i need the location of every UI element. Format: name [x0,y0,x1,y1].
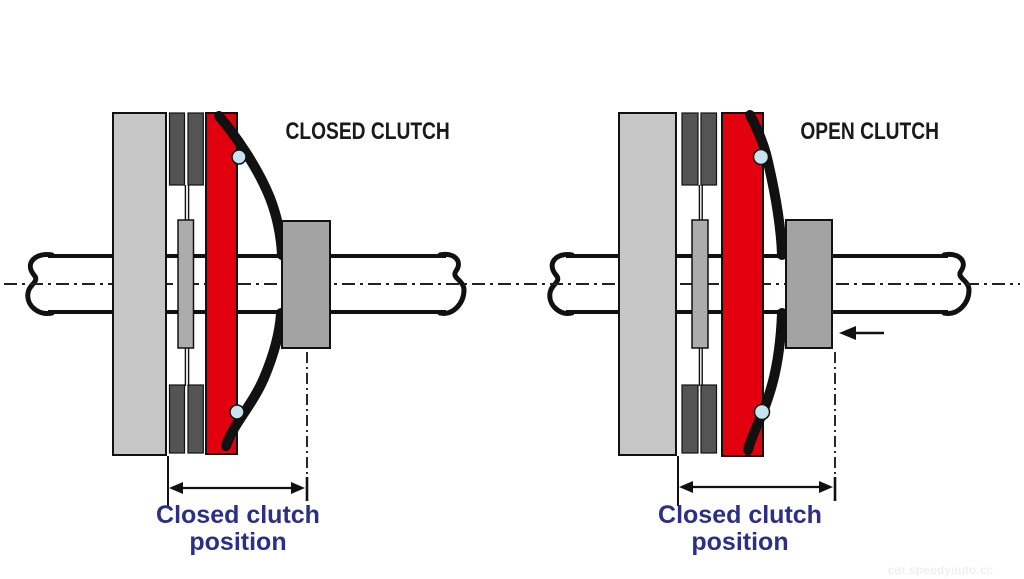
left-release-bearing [281,220,331,349]
left-dimension-arrowhead-right [291,482,305,494]
left-disc-hub [177,219,195,349]
right-release-bearing [785,219,833,349]
right-spring-pivot-lower [753,403,771,421]
right-spring-pivot-upper [752,148,770,166]
left-disc-lower-pad-rear [187,384,204,454]
left-diaphragm-spring-lower [221,308,286,451]
closed-clutch-title: CLOSED CLUTCH [263,119,473,145]
left-spring-pivot-lower [229,404,245,420]
left-dimension-label-line1: Closed clutch [156,501,320,529]
right-disc-upper-pad-front [681,112,699,186]
right-disc-lower-pad-rear [700,384,718,454]
right-flywheel [618,112,677,456]
right-disc-center-plate-lines [698,185,703,386]
left-disc-upper-pad-rear [187,112,204,186]
left-disc-upper-pad-front [168,112,186,186]
open-clutch-title: OPEN CLUTCH [765,119,975,145]
left-flywheel [112,112,167,456]
left-dimension-label-line2: position [189,528,287,556]
right-pressure-plate [721,112,764,457]
watermark-text: car.speedyauto.cc [888,563,994,577]
left-diaphragm-spring-upper [214,111,287,260]
bearing-push-arrowhead [839,326,856,340]
left-disc-center-plate-lines [184,185,190,386]
right-disc-upper-pad-rear [700,112,718,186]
left-disc-lower-pad-front [168,384,186,454]
left-spring-pivot-upper [231,149,247,165]
left-dimension-arrowhead-left [169,482,183,494]
left-dimension-label: Closed clutch position [133,502,343,556]
right-dimension-label-line1: Closed clutch [658,501,822,529]
left-pressure-plate [205,112,238,455]
closed-clutch-title-text: CLOSED CLUTCH [285,118,451,145]
right-diaphragm-spring-lower [743,308,787,455]
right-shaft-right-break-symbol [941,251,972,316]
right-diaphragm-spring-upper [745,110,787,260]
right-disc-hub [691,219,709,349]
right-dimension-label: Closed clutch position [635,502,845,556]
open-clutch-title-text: OPEN CLUTCH [800,118,940,145]
right-dimension-label-line2: position [691,528,789,556]
right-disc-lower-pad-front [681,384,699,454]
right-dimension-arrowhead-right [819,481,833,493]
right-dimension-arrowhead-left [679,481,693,493]
left-shaft-right-break-symbol [437,251,467,316]
